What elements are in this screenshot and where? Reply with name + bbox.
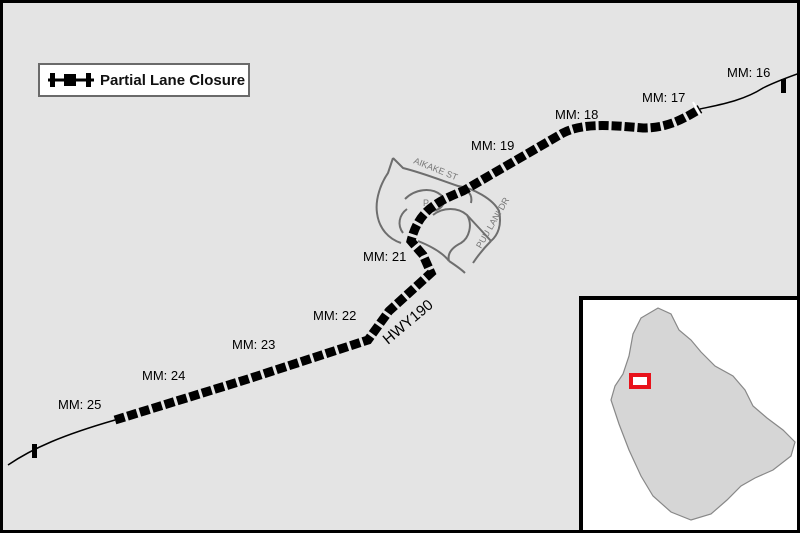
legend-label: Partial Lane Closure <box>100 72 246 89</box>
map-legend: Partial Lane Closure <box>38 63 250 97</box>
island-outline-map <box>610 307 796 521</box>
map-canvas[interactable]: AIKAKE ST PUU LANI DR P MM: 16 MM: 17 MM… <box>3 3 800 533</box>
mile-marker-25: MM: 25 <box>58 397 101 412</box>
closure-end-cap-east <box>692 101 701 116</box>
highway-line-west <box>7 419 116 466</box>
local-streets <box>375 157 501 274</box>
partial-lane-closure-route <box>113 105 703 425</box>
mile-marker-17: MM: 17 <box>642 90 685 105</box>
locator-inset <box>579 296 797 530</box>
street-label-p: P <box>423 198 429 208</box>
mile-marker-23: MM: 23 <box>232 337 275 352</box>
mile-marker-24: MM: 24 <box>142 368 185 383</box>
mile-marker-16: MM: 16 <box>727 65 770 80</box>
mile-marker-21: MM: 21 <box>363 249 406 264</box>
mile-marker-19: MM: 19 <box>471 138 514 153</box>
closure-legend-icon <box>48 73 94 87</box>
end-marker-east <box>781 79 786 93</box>
highway-line-east <box>699 73 797 110</box>
highway-label: HWY190 <box>380 296 437 348</box>
mile-marker-18: MM: 18 <box>555 107 598 122</box>
end-marker-west <box>32 444 37 458</box>
mile-marker-22: MM: 22 <box>313 308 356 323</box>
locator-marker <box>629 373 651 389</box>
